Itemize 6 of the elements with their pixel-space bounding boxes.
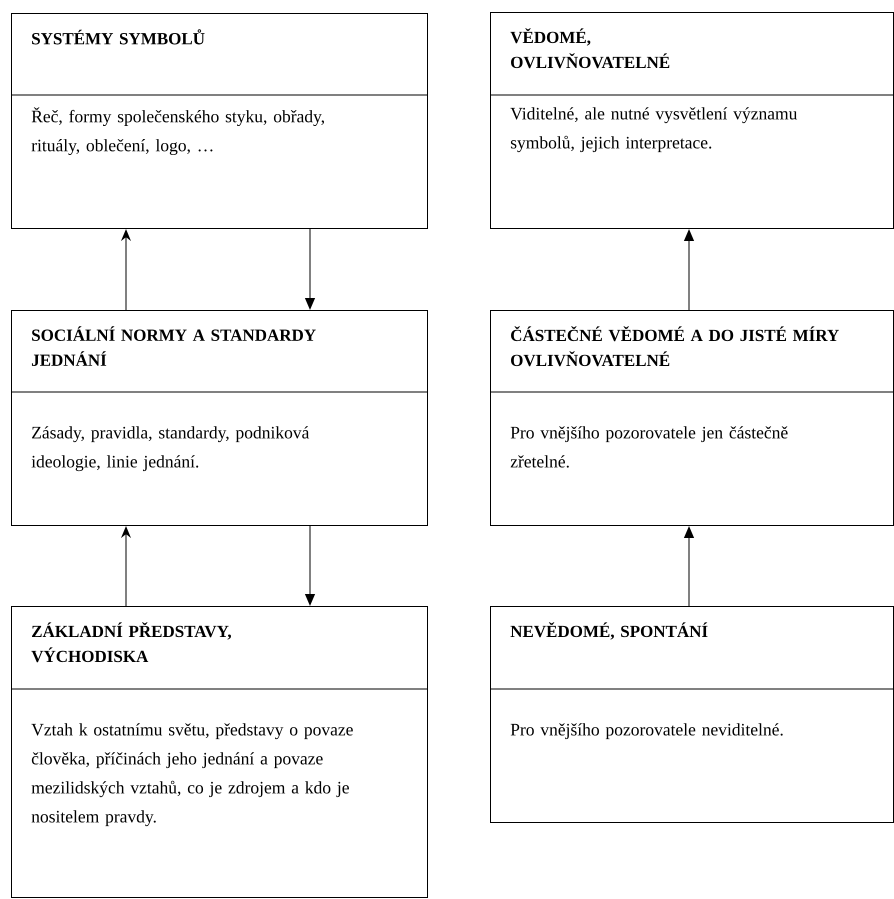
layer-box: NEVĚDOMÉ, SPONTÁNÍ Pro vnějšího pozorovatele neviditelné. xyxy=(490,606,894,823)
layer-box: ČÁSTEČNÉ VĚDOMÉ A DO JISTÉ MÍRY OVLIVŇOVATELNÉ Pro vnějšího pozorovatele jen částečně zřetelné. xyxy=(490,310,894,526)
layer-box: SOCIÁLNÍ NORMY A STANDARDY JEDNÁNÍ Zásady, pravidla, standardy, podniková ideologie, linie jednání. xyxy=(10,310,428,526)
layer-box: SYSTÉMY SYMBOLŮ Řeč, formy společenského styku, obřady, rituály, oblečení, logo, … xyxy=(10,13,428,229)
layer-box: ZÁKLADNÍ PŘEDSTAVY, VÝCHODISKA Vztah k ostatnímu světu, představy o povaze člověka, příčinách jeho jednání a povaze mezilidských vztahů, co je zdrojem a kdo je nositelem pravdy. xyxy=(10,606,428,898)
layer-box: VĚDOMÉ, OVLIVŇOVATELNÉ Viditelné, ale nutné vysvětlení významu symbolů, jejich interpretace. xyxy=(490,12,894,229)
